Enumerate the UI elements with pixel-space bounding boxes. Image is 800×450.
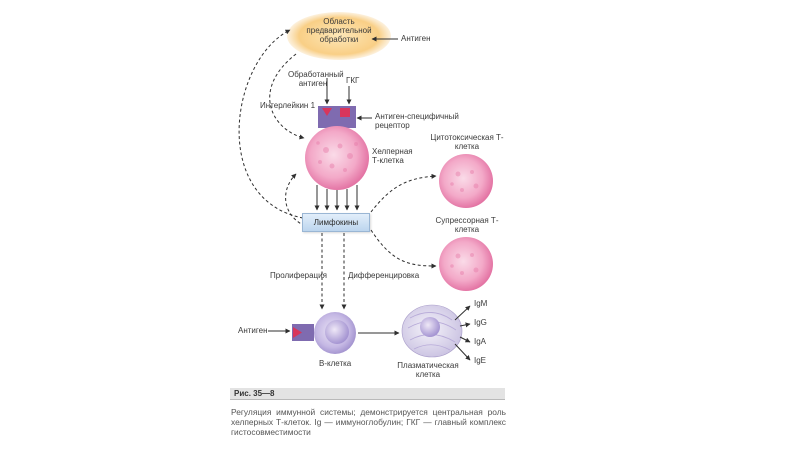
processing-area-label: Область предварительной обработки (306, 17, 372, 45)
figure-caption: Регуляция иммунной системы; демонстрируе… (231, 407, 506, 438)
helper-cell-label: Хелперная Т-клетка (372, 147, 413, 166)
antigen-receptor-label: Антиген-специфичный рецептор (375, 112, 459, 131)
ig-label: IgE (474, 356, 487, 365)
antigen-marker (322, 108, 332, 116)
antigen-left-label: Антиген (238, 326, 268, 335)
cytotoxic-cell-texture (450, 170, 479, 192)
suppressor-cell-texture (450, 253, 479, 275)
b-cell-nucleus (325, 320, 349, 344)
ig-label: IgG (474, 318, 487, 327)
lymphokines-label: Лимфокины (313, 218, 359, 227)
differentiation-label: Дифференцировка (348, 271, 420, 280)
mhc-label: ГКГ (346, 76, 360, 85)
plasma-cell-nucleus (420, 317, 440, 337)
antigen-top-label: Антиген (401, 34, 431, 43)
processed-antigen-label: Обработанный антиген (288, 70, 344, 89)
figure-label: Рис. 35—8 (234, 389, 275, 398)
ig-label: IgA (474, 337, 487, 346)
b-cell-label: В-клетка (319, 359, 352, 368)
solid-arrows (268, 36, 471, 361)
proliferation-label: Пролиферация (270, 271, 327, 280)
mhc-marker (340, 108, 350, 117)
processing-area-blob (287, 12, 391, 60)
lymphokines-box: Лимфокины (302, 213, 370, 232)
interleukin-label: Интерлейкин 1 (260, 101, 316, 110)
plasma-cell-label: Плазматическая клетка (397, 361, 459, 380)
suppressor-cell-label: Супрессорная Т-клетка (435, 216, 499, 235)
helper-cell-texture (316, 141, 358, 172)
b-cell-antigen (293, 327, 302, 338)
figure-label-bar: Рис. 35—8 (230, 388, 505, 400)
ig-label: IgM (474, 299, 488, 308)
dashed-arrows (238, 29, 437, 310)
helper-t-cell (305, 126, 369, 190)
suppressor-t-cell (439, 237, 493, 291)
cytotoxic-cell-label: Цитотоксическая Т-клетка (430, 133, 504, 152)
cytotoxic-t-cell (439, 154, 493, 208)
b-cell-receptor (292, 324, 314, 341)
